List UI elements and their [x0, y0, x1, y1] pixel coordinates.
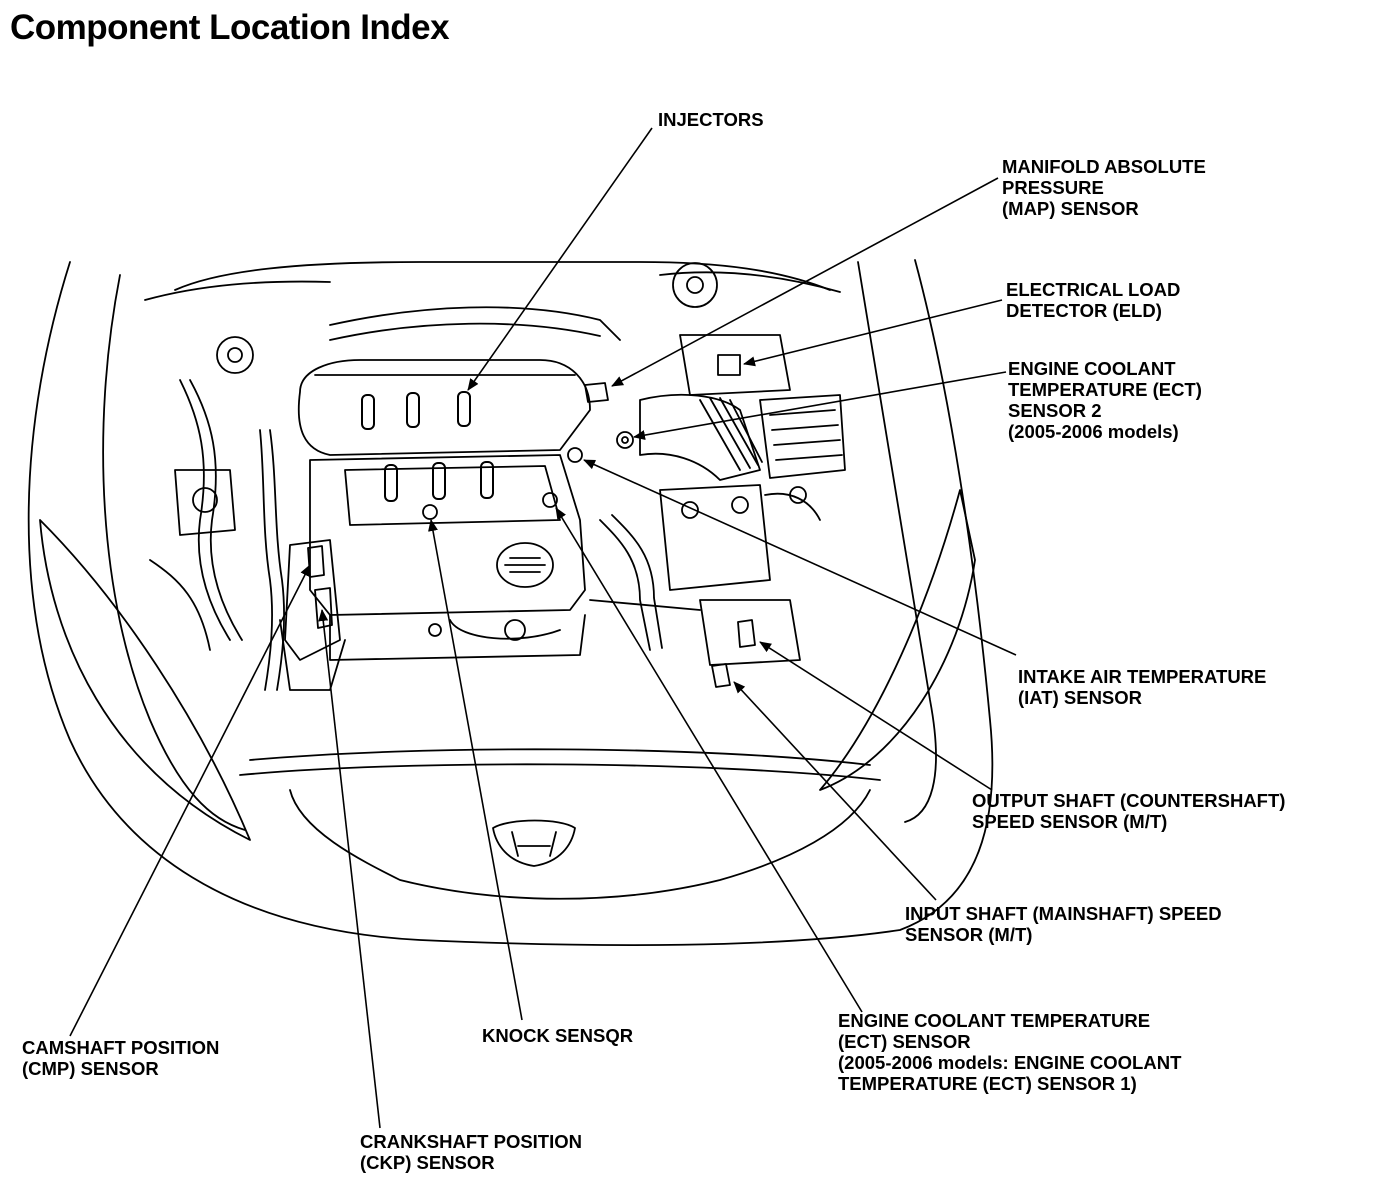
- label-output-shaft-sensor: OUTPUT SHAFT (COUNTERSHAFT) SPEED SENSOR…: [972, 790, 1286, 832]
- oil-filler-cap: [496, 542, 554, 588]
- label-injectors: INJECTORS: [658, 109, 764, 130]
- label-map-sensor: MANIFOLD ABSOLUTE PRESSURE (MAP) SENSOR: [1002, 156, 1206, 219]
- output-shaft-sensor: [737, 619, 756, 648]
- injector-5: [432, 462, 446, 500]
- left-hose: [179, 379, 231, 641]
- label-ect-sensor-2: ENGINE COOLANT TEMPERATURE (ECT) SENSOR …: [1008, 358, 1202, 442]
- label-eld: ELECTRICAL LOAD DETECTOR (ELD): [1006, 279, 1181, 321]
- knock-sensor: [422, 504, 438, 520]
- cowl-line: [174, 261, 831, 291]
- injectors-group: [361, 391, 494, 502]
- label-ckp-sensor: CRANKSHAFT POSITION (CKP) SENSOR: [360, 1131, 582, 1173]
- eld-component: [717, 354, 741, 376]
- label-ect-sensor: ENGINE COOLANT TEMPERATURE (ECT) SENSOR …: [838, 1010, 1182, 1094]
- under-hood-fuse-box: [679, 334, 791, 396]
- input-shaft-leader-line: [733, 681, 937, 901]
- strut-tower-right: [672, 262, 718, 308]
- page-title: Component Location Index: [10, 8, 450, 47]
- right-headlight: [819, 489, 976, 791]
- right-fender-line: [857, 261, 937, 823]
- ect-sensor: [542, 492, 558, 508]
- left-fender-line: [102, 274, 246, 831]
- strut-tower-left: [216, 336, 254, 374]
- hood-outline: [27, 259, 994, 947]
- intake-pipe: [329, 306, 621, 341]
- ect-sensor-2: [616, 431, 634, 449]
- air-intake-duct: [639, 393, 761, 481]
- air-cleaner-box: [759, 394, 846, 479]
- output-shaft-leader-line: [759, 641, 993, 791]
- ckp-sensor: [314, 587, 333, 629]
- injector-4: [384, 464, 398, 502]
- injector-3: [457, 391, 471, 427]
- injector-2: [406, 392, 420, 428]
- engine-block: [309, 454, 586, 616]
- intake-manifold: [297, 359, 591, 456]
- injectors-leader-line: [467, 127, 653, 391]
- left-headlight: [39, 519, 251, 841]
- ect2-leader-line: [633, 371, 1007, 441]
- map-leader-line: [611, 177, 999, 387]
- injector-6: [480, 461, 494, 499]
- bumper-top-line: [239, 763, 881, 781]
- iat-sensor: [567, 447, 583, 463]
- knock-leader-line: [428, 519, 523, 1021]
- transmission-case: [699, 599, 801, 666]
- label-knock-sensor: KNOCK SENSQR: [482, 1025, 634, 1046]
- ckp-leader-line: [318, 609, 381, 1129]
- ect-leader-line: [555, 507, 863, 1013]
- grille-opening: [289, 789, 871, 900]
- injector-1: [361, 394, 375, 430]
- label-cmp-sensor: CAMSHAFT POSITION (CMP) SENSOR: [22, 1037, 220, 1079]
- timing-belt-cover: [284, 539, 341, 661]
- iat-leader-line: [583, 459, 1017, 656]
- label-input-shaft-sensor: INPUT SHAFT (MAINSHAFT) SPEED SENSOR (M/…: [905, 903, 1222, 945]
- map-sensor: [584, 382, 609, 403]
- label-iat-sensor: INTAKE AIR TEMPERATURE (IAT) SENSOR: [1018, 666, 1267, 708]
- eld-leader-line: [743, 299, 1003, 367]
- cmp-leader-line: [69, 564, 311, 1037]
- emblem-icon: [492, 819, 576, 867]
- battery: [659, 484, 771, 591]
- left-component-box: [174, 469, 236, 536]
- input-shaft-sensor: [711, 663, 731, 688]
